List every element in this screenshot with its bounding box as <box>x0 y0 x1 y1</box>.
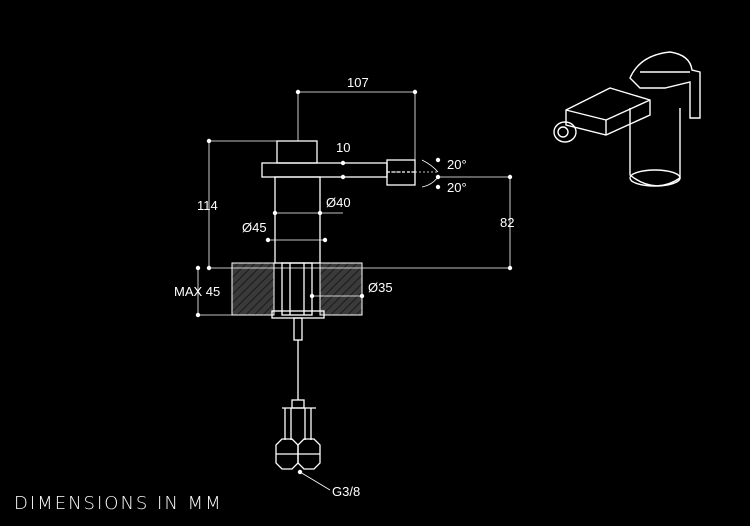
dim-swivel-up: 20° <box>447 157 467 172</box>
dim-max-deck: MAX 45 <box>174 284 220 299</box>
mixer-isometric-view <box>553 51 701 187</box>
dim-body-diameter: Ø40 <box>326 195 351 210</box>
countertop-section <box>231 262 363 316</box>
dim-swivel-down: 20° <box>447 180 467 195</box>
dim-hole-diameter: Ø35 <box>368 280 393 295</box>
dim-total-height: 114 <box>197 198 218 213</box>
dim-spout-length: 107 <box>347 75 369 90</box>
dim-spout-height: 10 <box>336 140 350 155</box>
dim-outlet-height: 82 <box>500 215 514 230</box>
dim-base-diameter: Ø45 <box>242 220 267 235</box>
dimension-labels: 107 10 114 82 Ø40 Ø45 Ø35 MAX 45 20° 20°… <box>174 75 514 499</box>
dimension-lines <box>197 91 511 491</box>
dim-connection: G3/8 <box>332 484 360 499</box>
mixer-front-view <box>261 140 416 470</box>
units-note: DIMENSIONS IN MM <box>14 493 223 514</box>
dimension-dots <box>195 89 513 475</box>
